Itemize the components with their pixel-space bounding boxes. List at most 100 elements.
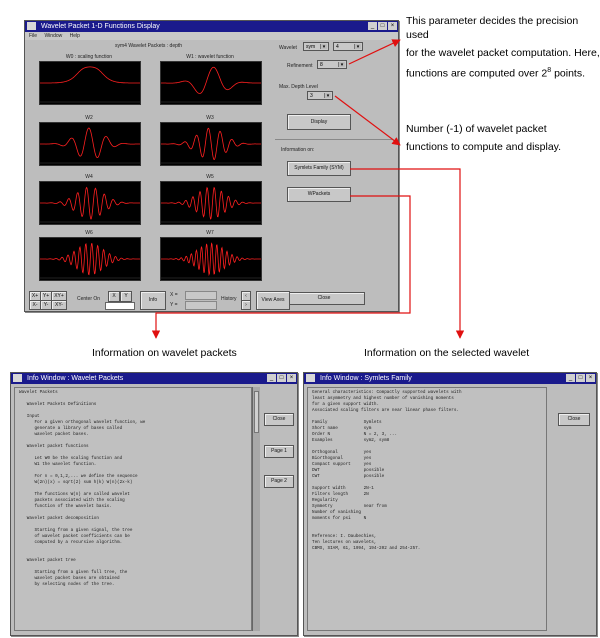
center-on-field[interactable] — [105, 302, 135, 310]
x-coordinate-field — [185, 291, 217, 300]
wavelet-family-value: sym — [306, 43, 316, 50]
info-text-line: Biorthogonal yes — [312, 456, 372, 461]
plot-title: W7 — [206, 230, 214, 236]
menu-file[interactable]: File — [29, 33, 38, 39]
panel-divider — [275, 139, 393, 140]
wavelet-info-titlebar[interactable]: Info Window : Symlets Family _□× — [304, 373, 596, 384]
precision-exponent: 8 — [547, 67, 552, 74]
wavelet-number-select[interactable]: 4▾ — [333, 42, 363, 51]
wave-curve — [40, 186, 140, 220]
close-icon[interactable]: × — [388, 22, 397, 30]
info-text-line: moments for psi N — [312, 516, 367, 521]
wp-info-text[interactable]: Wavelet Packets Wavelet Packets Definiti… — [14, 387, 252, 631]
info-text-line: least asymmetry and highest number of va… — [312, 396, 454, 401]
wavelet-info-text[interactable]: General characteristics: Compactly suppo… — [307, 387, 547, 631]
max-depth-value: 3 — [310, 92, 313, 99]
maximize-icon[interactable]: □ — [378, 22, 387, 30]
plot-title: W3 — [206, 115, 214, 121]
info-text-line: packets associated with the scaling — [19, 498, 125, 503]
info-text-line: W1 the wavelet function. — [19, 462, 97, 467]
info-text-line: function of the wavelet basis. — [19, 504, 112, 509]
close-icon[interactable]: × — [287, 374, 296, 382]
plot-title: W1 : wavelet function — [186, 54, 234, 60]
window-menu-icon[interactable] — [306, 374, 315, 382]
view-axes-button[interactable]: View Axes — [256, 291, 290, 310]
close-icon[interactable]: × — [586, 374, 595, 382]
info-text-line: Reference: I. Daubechies, — [312, 534, 377, 539]
wp-info-page2-button[interactable]: Page 2 — [264, 475, 294, 488]
window-menu-icon[interactable] — [27, 22, 36, 30]
center-y-button[interactable]: Y — [120, 291, 132, 302]
number-annotation: Number (-1) of wavelet packet functions … — [406, 122, 596, 154]
history-forward-button[interactable]: › — [241, 300, 251, 310]
max-depth-label: Max. Depth Level — [279, 84, 318, 90]
main-window-titlebar[interactable]: Wavelet Packet 1-D Functions Display _□× — [25, 21, 398, 32]
max-depth-select[interactable]: 3▾ — [307, 91, 333, 100]
zoom-xy-out-button[interactable]: XY- — [51, 300, 67, 310]
info-wavelet-caption: Information on the selected wavelet — [364, 347, 530, 359]
precision-annotation-line: This parameter decides the precision use… — [406, 15, 579, 41]
info-text-line: Order N N = 2, 3, ... — [312, 432, 398, 437]
wavelet-info-window: Info Window : Symlets Family _□× General… — [303, 372, 597, 636]
info-text-line: CWT possible — [312, 474, 385, 479]
main-window-title: Wavelet Packet 1-D Functions Display — [41, 23, 160, 30]
info-text-line: Regularity — [312, 498, 338, 503]
wp-info-page1-button[interactable]: Page 1 — [264, 445, 294, 458]
menu-window[interactable]: Window — [44, 33, 63, 39]
info-text-line: Filters length 2N — [312, 492, 369, 497]
info-text-line: Examples sym2, sym8 — [312, 438, 390, 443]
plot-w0-svg — [40, 66, 140, 103]
info-text-line: Family Symlets — [312, 420, 382, 425]
minimize-icon[interactable]: _ — [566, 374, 575, 382]
wp-info-scrollbar[interactable] — [252, 387, 260, 631]
info-text-line: Ten lectures on wavelets, — [312, 540, 377, 545]
wave-curve — [161, 66, 261, 94]
maximize-icon[interactable]: □ — [576, 374, 585, 382]
display-button[interactable]: Display — [287, 114, 351, 130]
scrollbar-thumb[interactable] — [254, 391, 259, 433]
plot-w6 — [39, 237, 141, 281]
info-text-line: Compact support yes — [312, 462, 372, 467]
center-x-button[interactable]: X — [108, 291, 120, 302]
minimize-icon[interactable]: _ — [267, 374, 276, 382]
center-on-label: Center On — [77, 296, 101, 302]
wave-curve — [161, 186, 261, 220]
wp-info-titlebar[interactable]: Info Window : Wavelet Packets _□× — [11, 373, 297, 384]
x-coordinate-label: X = — [170, 292, 178, 298]
plot-w7 — [160, 237, 262, 281]
information-label: Information on: — [281, 147, 315, 153]
info-text-line: by selecting nodes of the tree. — [19, 582, 115, 587]
wp-info-close-button[interactable]: Close — [264, 413, 294, 426]
plot-w1-svg — [161, 66, 261, 103]
info-text-line: Input — [19, 414, 40, 419]
info-text-line: of wavelet packet coefficients can be — [19, 534, 130, 539]
info-button[interactable]: Info — [140, 291, 166, 310]
plot-w7-svg — [161, 242, 261, 279]
wavelet-info-close-button[interactable]: Close — [558, 413, 590, 426]
main-window: Wavelet Packet 1-D Functions Display _□×… — [24, 20, 399, 312]
menu-help[interactable]: Help — [69, 33, 80, 39]
plot-w3-svg — [161, 127, 261, 164]
window-menu-icon[interactable] — [13, 374, 22, 382]
refinement-label: Refinement — [287, 63, 313, 69]
plot-title: W0 : scaling function — [65, 54, 113, 60]
info-text-line: computed by a recursive algorithm. — [19, 540, 123, 545]
wavelet-family-info-button[interactable]: Symlets Family (SYM) — [287, 161, 351, 176]
close-button[interactable]: Close — [283, 292, 365, 305]
info-packets-caption: Information on wavelet packets — [92, 347, 237, 359]
minimize-icon[interactable]: _ — [368, 22, 377, 30]
chevron-down-icon: ▾ — [324, 93, 331, 99]
info-text-line: Wavelet packet tree — [19, 558, 76, 563]
precision-annotation-line: functions are computed over 28 points. — [406, 64, 600, 81]
info-text-line: W(2n)(x) = sqrt(2) sum h(k) W(n)(2x-k) — [19, 480, 133, 485]
maximize-icon[interactable]: □ — [277, 374, 286, 382]
info-text-line: For a given orthogonal wavelet function,… — [19, 420, 146, 425]
wpackets-info-button[interactable]: WPackets — [287, 187, 351, 202]
plot-w5-svg — [161, 186, 261, 223]
info-text-line: for a given support width. — [312, 402, 380, 407]
y-coordinate-field — [185, 301, 217, 310]
history-label: History — [221, 296, 237, 302]
refinement-select[interactable]: 8▾ — [317, 60, 347, 69]
wavelet-family-select[interactable]: sym▾ — [303, 42, 329, 51]
info-text-line: Let W0 be the scaling function and — [19, 456, 123, 461]
